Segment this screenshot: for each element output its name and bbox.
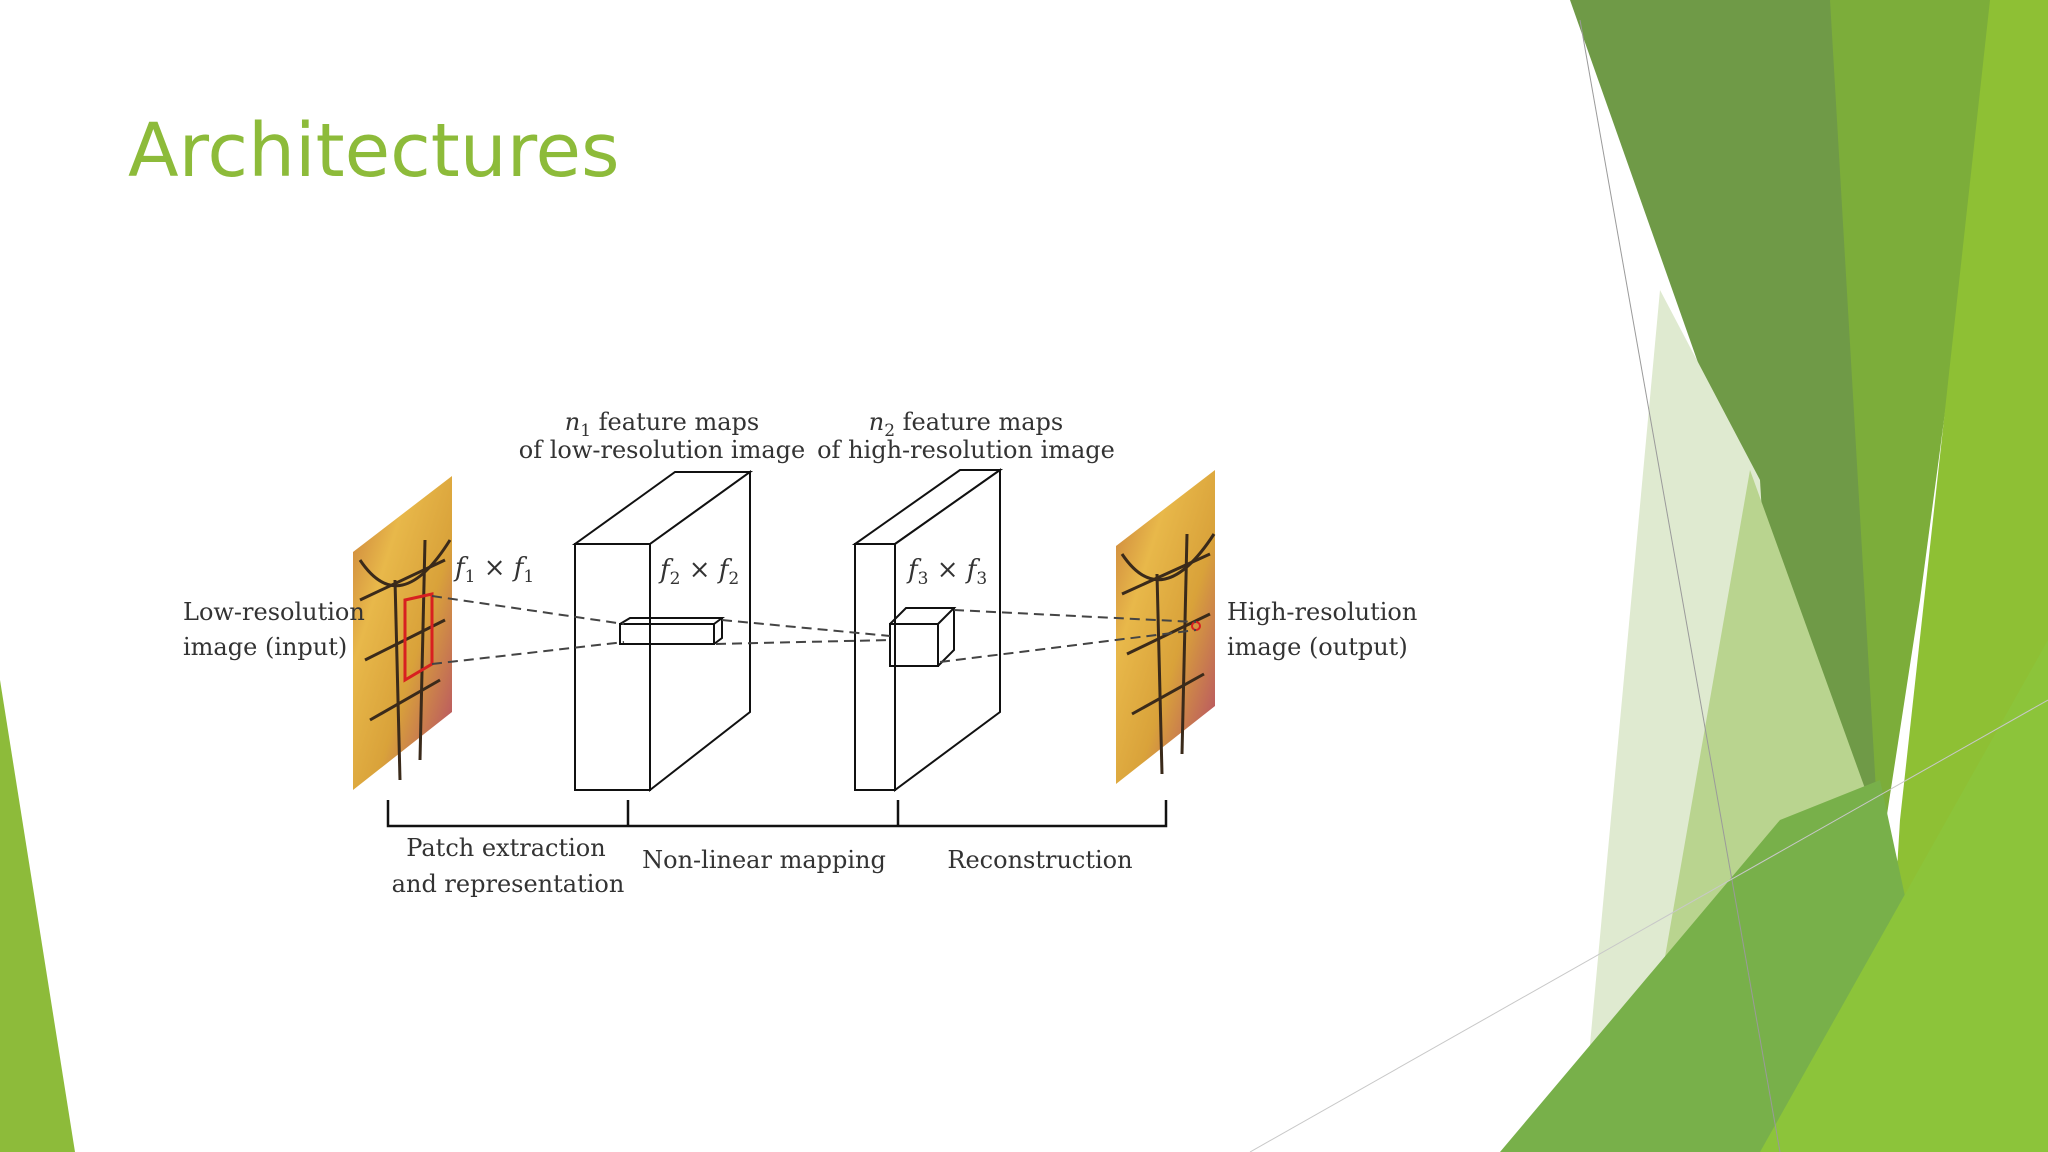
input-label-line-1: Low-resolution <box>183 598 365 626</box>
block-2-caption-line-2: of high-resolution image <box>817 436 1115 464</box>
block-2-caption-line-1: n2 feature maps <box>869 408 1063 441</box>
stage-1-label-line-1: Patch extraction <box>406 834 605 862</box>
output-label-line-1: High-resolution <box>1227 598 1417 626</box>
projection-lines <box>431 595 1197 665</box>
stage-braces <box>386 800 1168 828</box>
stage-3-label: Reconstruction <box>947 846 1132 874</box>
decorative-line-1 <box>1579 19 1781 1152</box>
block-1-inner-patch <box>619 617 725 645</box>
output-image <box>1116 470 1216 784</box>
stage-1-label-line-2: and representation <box>392 870 625 898</box>
decorative-line-2 <box>1249 699 2048 1152</box>
feature-block-2 <box>851 468 1004 792</box>
left-green-wedge <box>0 680 75 1152</box>
input-label-line-2: image (input) <box>183 633 347 661</box>
filter-size-1: f1 × f1 <box>453 553 534 587</box>
input-image <box>353 476 452 790</box>
right-mid-band <box>1830 0 2000 860</box>
output-label-line-2: image (output) <box>1227 633 1408 661</box>
feature-block-1 <box>571 470 754 793</box>
block-1-caption-line-1: n1 feature maps <box>565 408 759 441</box>
filter-size-2: f2 × f2 <box>658 555 739 589</box>
slide-title: Architectures <box>128 108 620 194</box>
right-bottom-green <box>1760 640 2048 1152</box>
stage-2-label: Non-linear mapping <box>642 846 886 874</box>
block-1-caption-line-2: of low-resolution image <box>519 436 805 464</box>
right-dark-band <box>1570 0 1900 850</box>
